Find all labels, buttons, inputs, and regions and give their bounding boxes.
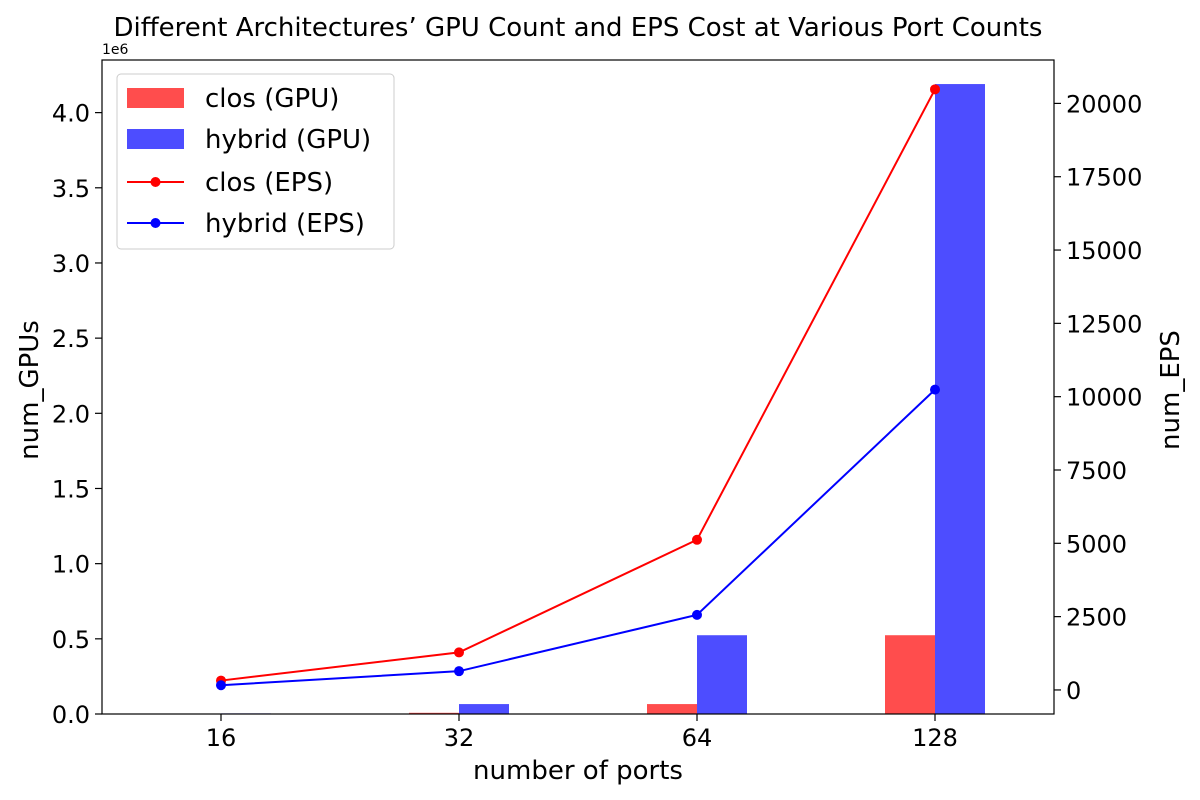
point-hybrid-eps-128 (930, 384, 940, 395)
right-y-tick-label-0: 0 (1066, 677, 1081, 705)
left-y-tick-label-8: 4.0 (52, 100, 90, 128)
left-y-tick-label-4: 2.0 (52, 400, 90, 428)
legend-marker-clos-eps (150, 177, 161, 187)
left-y-tick-label-6: 3.0 (52, 250, 90, 278)
bar-clos-gpu-64 (647, 704, 697, 714)
left-y-tick-label-0: 0.0 (52, 701, 90, 729)
right-y-tick-label-1: 2500 (1066, 604, 1127, 632)
chart-title: Different Architectures’ GPU Count and E… (114, 13, 1043, 43)
legend-label-hybrid-eps: hybrid (EPS) (205, 209, 365, 239)
x-tick-label-16: 16 (206, 724, 237, 752)
point-clos-eps-64 (692, 534, 702, 545)
point-hybrid-eps-32 (454, 666, 464, 677)
line-hybrid-eps (220, 388, 936, 687)
right-y-tick-label-3: 7500 (1066, 457, 1127, 485)
left-y-tick-label-2: 1.0 (52, 551, 90, 579)
line-clos-eps (220, 88, 936, 682)
point-hybrid-eps-16 (216, 680, 226, 691)
legend-label-hybrid-gpu: hybrid (GPU) (205, 125, 371, 155)
left-y-tick-label-7: 3.5 (52, 175, 90, 203)
plot-frame (101, 59, 1055, 715)
left-y-tick-label-5: 2.5 (52, 325, 90, 353)
right-y-tick-label-4: 10000 (1066, 384, 1142, 412)
right-y-axis-label: num_EPS (1156, 330, 1186, 450)
bar-hybrid-gpu-64 (697, 635, 747, 714)
bar-hybrid-gpu-128 (935, 84, 985, 714)
legend-label-clos-gpu: clos (GPU) (205, 84, 339, 114)
left-axis-offset-label: 1e6 (102, 42, 129, 58)
bar-clos-gpu-128 (885, 635, 935, 714)
x-tick-label-64: 64 (682, 724, 713, 752)
legend-swatch-hybrid-gpu (127, 129, 184, 149)
point-clos-eps-32 (454, 647, 464, 658)
right-y-tick-label-8: 20000 (1066, 90, 1142, 118)
point-hybrid-eps-64 (692, 609, 702, 620)
left-y-axis-label: num_GPUs (15, 320, 45, 460)
legend: clos (GPU) hybrid (GPU) clos (EPS) hybrid (… (116, 73, 395, 250)
bar-clos-gpu-32 (409, 712, 459, 714)
left-y-tick-label-1: 0.5 (52, 626, 90, 654)
plot-area: 16 32 64 128 0.0 0.5 1.0 1.5 2.0 2.5 3.0 3.5 4.0 0 250… (52, 59, 1142, 752)
point-clos-eps-128 (930, 84, 940, 95)
right-y-tick-label-7: 17500 (1066, 164, 1142, 192)
left-y-tick-label-3: 1.5 (52, 475, 90, 503)
x-tick-label-32: 32 (444, 724, 475, 752)
legend-marker-hybrid-eps (150, 218, 161, 228)
right-y-tick-label-5: 12500 (1066, 310, 1142, 338)
right-y-tick-label-6: 15000 (1066, 237, 1142, 265)
x-tick-label-128: 128 (912, 724, 958, 752)
bar-hybrid-gpu-32 (459, 704, 509, 714)
legend-label-clos-eps: clos (EPS) (205, 168, 333, 198)
legend-box (116, 73, 395, 250)
legend-swatch-clos-gpu (127, 88, 184, 108)
right-y-tick-label-2: 5000 (1066, 530, 1127, 558)
x-axis-label: number of ports (473, 756, 683, 786)
